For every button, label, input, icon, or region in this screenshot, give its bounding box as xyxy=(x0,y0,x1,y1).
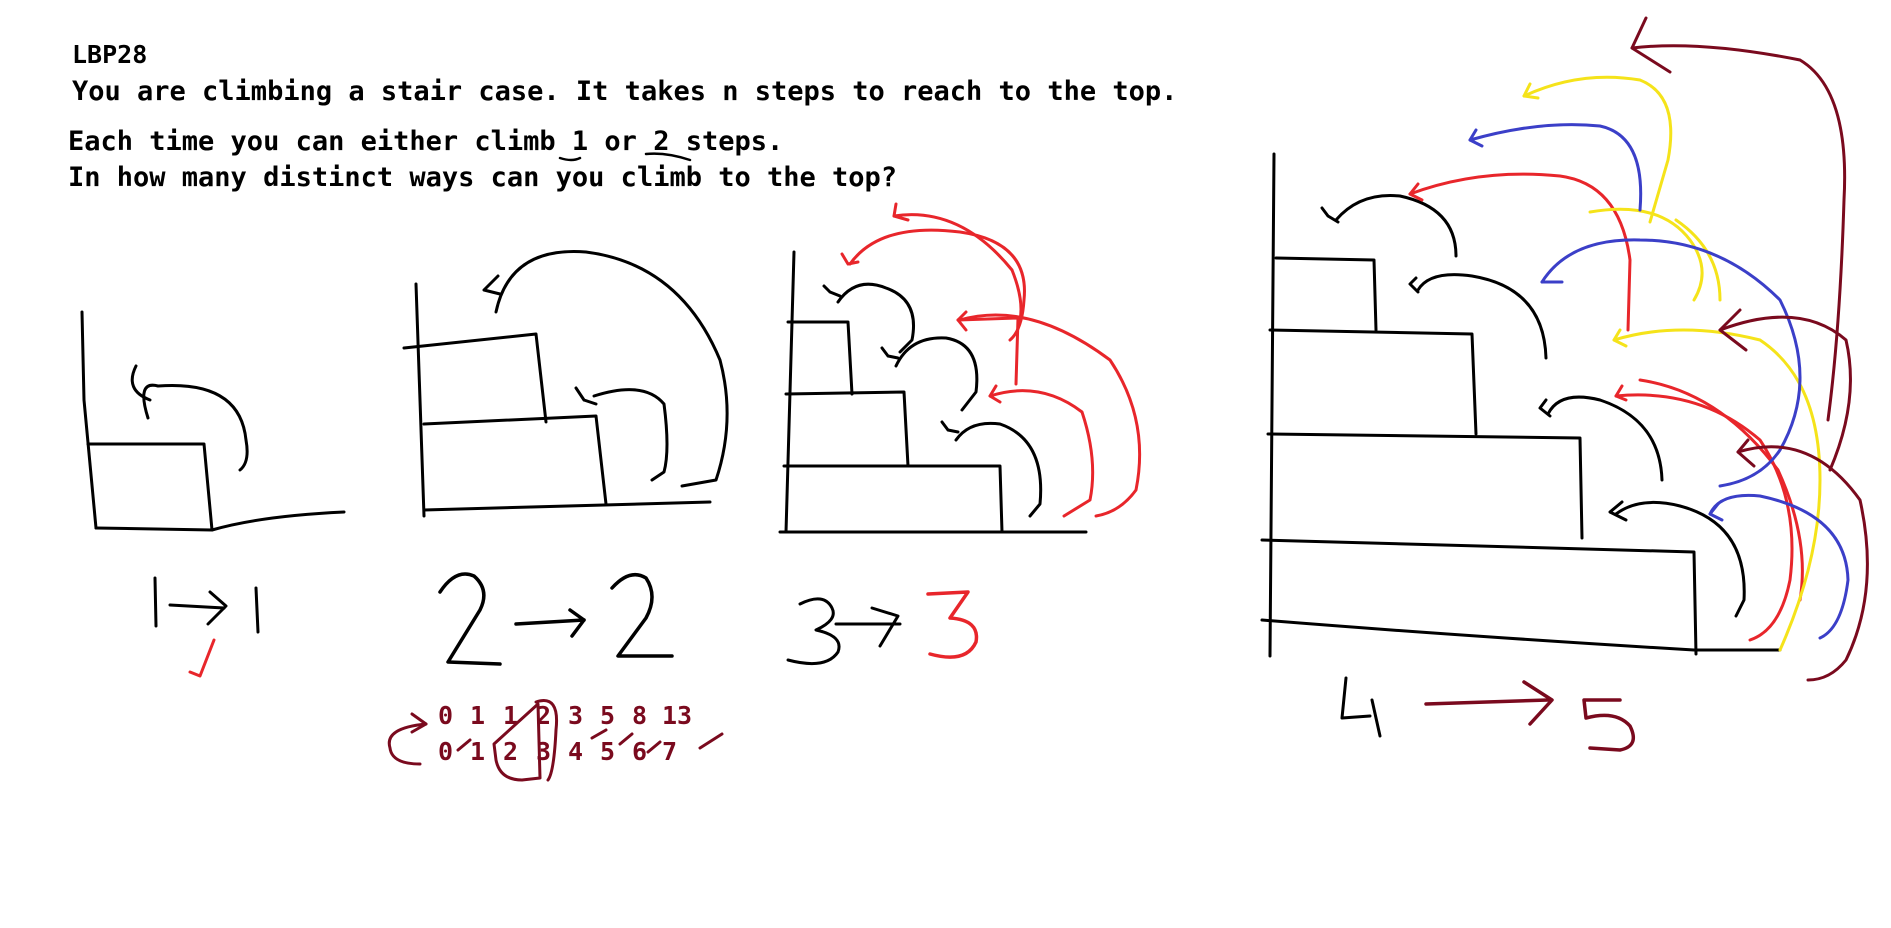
idx-5: 5 xyxy=(600,737,615,766)
fib-5: 5 xyxy=(600,701,615,730)
idx-0: 0 xyxy=(438,737,453,766)
result-n2 xyxy=(438,572,674,666)
problem-statement-line-2: Each time you can either climb 1 or 2 st… xyxy=(68,126,784,157)
fib-0: 0 xyxy=(438,701,453,730)
underline-2 xyxy=(644,152,692,162)
sequence-fib: 0 1 1 2 3 5 8 13 xyxy=(438,701,692,730)
arcs-n3-red xyxy=(840,202,1142,518)
stairs-n3 xyxy=(778,250,1088,534)
idx-2: 2 xyxy=(503,737,518,766)
result-n4 xyxy=(1340,676,1636,752)
idx-1: 1 xyxy=(470,737,485,766)
sequence-index: 0 1 2 3 4 5 6 7 xyxy=(438,737,677,766)
fib-6: 8 xyxy=(632,701,647,730)
fib-7: 13 xyxy=(662,701,692,730)
stairs-n1 xyxy=(80,310,346,532)
arcs-n4-red xyxy=(1408,172,1804,642)
problem-statement-line-1: You are climbing a stair case. It takes … xyxy=(72,76,1178,107)
arcs-n4-yellow xyxy=(1522,75,1822,652)
stairs-n2 xyxy=(402,250,729,518)
result-n1 xyxy=(153,576,260,634)
fibonacci-annotation xyxy=(387,699,724,782)
result-n3 xyxy=(786,590,979,666)
underline-1 xyxy=(558,156,582,162)
problem-id: LBP28 xyxy=(72,40,148,69)
idx-6: 6 xyxy=(632,737,647,766)
idx-7: 7 xyxy=(662,737,677,766)
idx-3: 3 xyxy=(536,737,551,766)
idx-4: 4 xyxy=(568,737,583,766)
fib-4: 3 xyxy=(568,701,583,730)
stairs-n4 xyxy=(1260,152,1782,658)
fib-2: 1 xyxy=(503,701,518,730)
arcs-n4-maroon xyxy=(1630,16,1869,682)
problem-statement-line-3: In how many distinct ways can you climb … xyxy=(68,162,898,193)
arcs-n4-blue xyxy=(1468,123,1850,640)
fib-3: 2 xyxy=(536,701,551,730)
fib-1: 1 xyxy=(470,701,485,730)
check-mark xyxy=(188,638,216,678)
